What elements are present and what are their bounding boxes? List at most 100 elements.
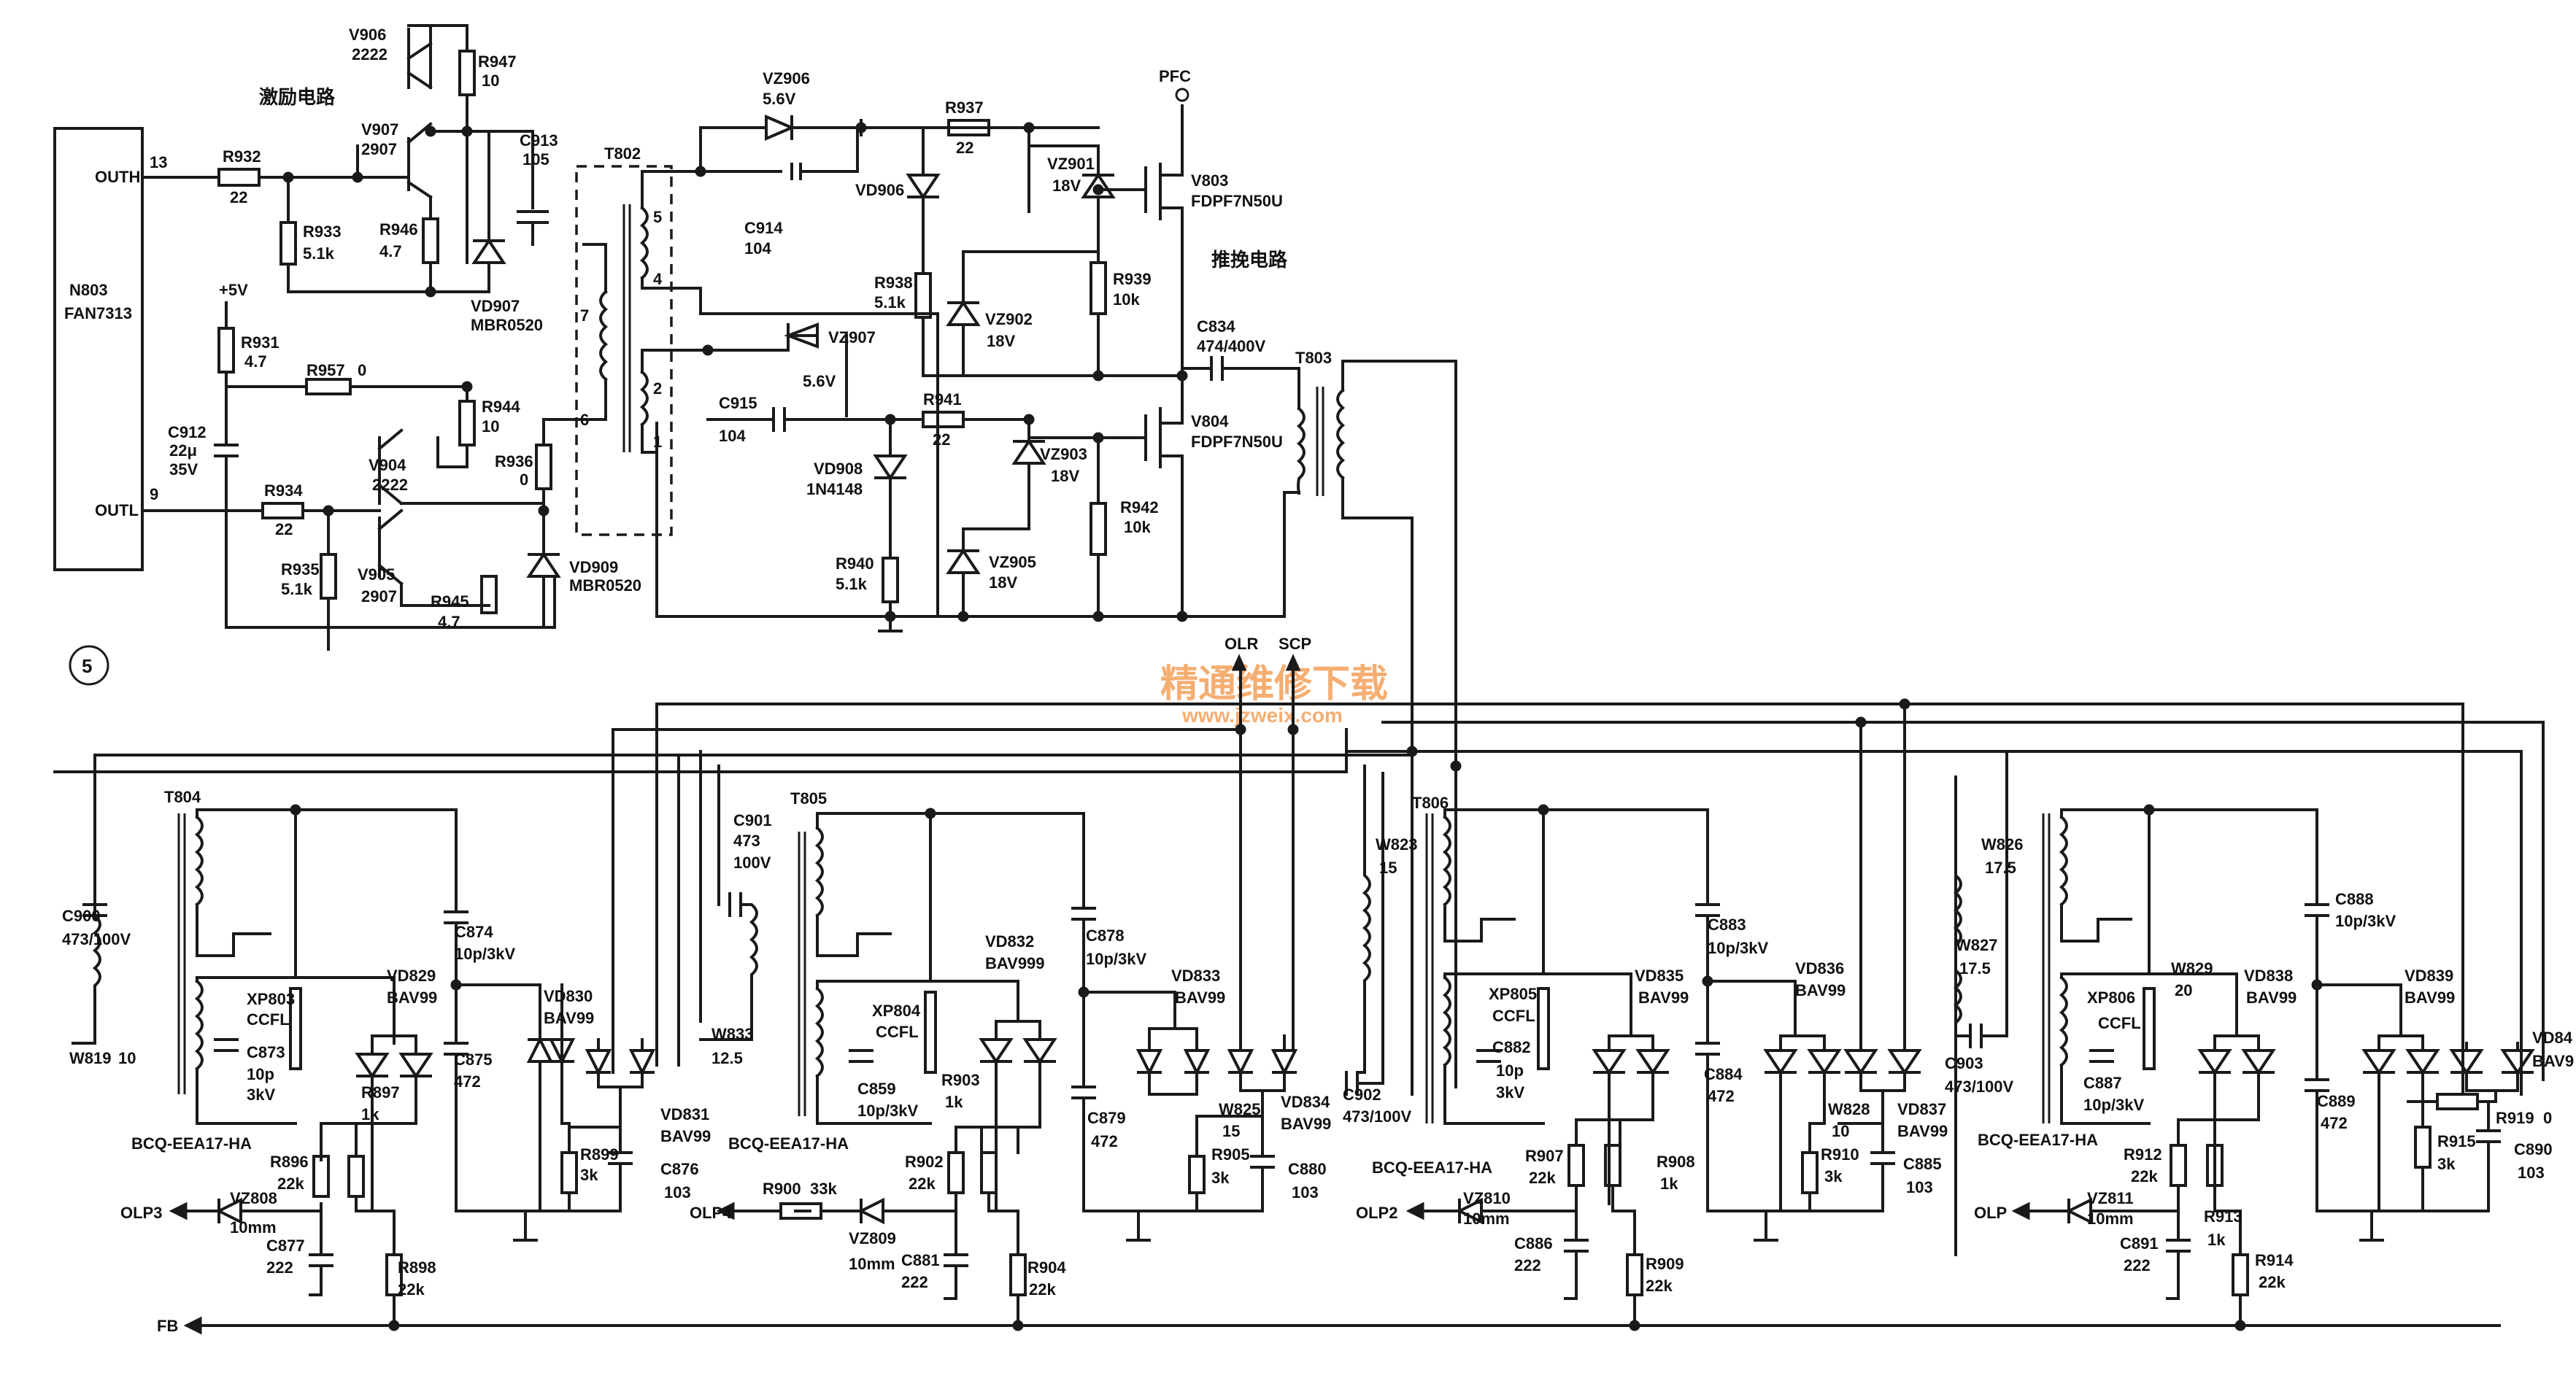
t802-pin-5: 5 bbox=[653, 208, 662, 226]
value-c915: 104 bbox=[719, 427, 746, 445]
push-pull-wiring bbox=[699, 88, 1300, 632]
label-bcq-1: BCQ-EEA17-HA bbox=[131, 1134, 252, 1153]
label-c901: C901 bbox=[733, 811, 772, 829]
r940-body bbox=[882, 557, 899, 603]
label-t802: T802 bbox=[604, 144, 641, 163]
r933-body bbox=[279, 221, 297, 266]
value-c900: 473/100V bbox=[62, 930, 131, 948]
r912-body bbox=[2170, 1144, 2187, 1187]
label-vz810: VZ810 bbox=[1463, 1189, 1511, 1207]
label-vd833: VD833 bbox=[1171, 967, 1220, 985]
value-c878: 10p/3kV bbox=[1086, 950, 1146, 968]
label-r900: R900 bbox=[763, 1180, 801, 1198]
label-r902: R902 bbox=[905, 1153, 944, 1171]
r957-body bbox=[305, 378, 352, 395]
value-r905: 3k bbox=[1211, 1169, 1230, 1187]
value-vd829: BAV99 bbox=[387, 988, 437, 1007]
value-vz809: 10mm bbox=[849, 1255, 895, 1273]
value-vz808: 10mm bbox=[230, 1218, 277, 1237]
value-r933: 5.1k bbox=[303, 244, 335, 263]
label-c877: C877 bbox=[266, 1237, 305, 1255]
value-vd834: BAV99 bbox=[1281, 1115, 1331, 1133]
voltage-c901: 100V bbox=[733, 854, 771, 872]
label-r898: R898 bbox=[398, 1258, 436, 1277]
value-r904: 22k bbox=[1029, 1280, 1056, 1299]
label-w827: W827 bbox=[1956, 936, 1997, 954]
channel-2 bbox=[699, 812, 1298, 1327]
label-vz903: VZ903 bbox=[1040, 445, 1087, 463]
label-olr: OLR bbox=[1225, 635, 1259, 653]
value-r938: 5.1k bbox=[874, 293, 906, 312]
channel-2-labels: T805 C901 473 100V W833 12.5 XP804 CCFL … bbox=[690, 789, 1331, 1299]
section-marker: 5 bbox=[82, 655, 92, 677]
value-r903: 1k bbox=[945, 1093, 963, 1111]
label-c874: C874 bbox=[455, 923, 493, 941]
value-r896: 22k bbox=[277, 1175, 304, 1193]
label-c876: C876 bbox=[660, 1160, 699, 1178]
r909-body bbox=[1626, 1253, 1643, 1296]
label-r909: R909 bbox=[1646, 1255, 1684, 1273]
value-vd909: MBR0520 bbox=[569, 576, 641, 595]
label-r915: R915 bbox=[2437, 1132, 2476, 1150]
value-vz810: 10mm bbox=[1463, 1210, 1510, 1228]
value-c883: 10p/3kV bbox=[1708, 939, 1768, 957]
label-w825: W825 bbox=[1219, 1100, 1260, 1118]
label-c834: C834 bbox=[1197, 317, 1235, 336]
r910-body bbox=[1801, 1151, 1819, 1194]
value-vd839: BAV99 bbox=[2405, 988, 2455, 1007]
label-vd909: VD909 bbox=[569, 558, 618, 576]
label-c879: C879 bbox=[1087, 1109, 1126, 1127]
value-r934: 22 bbox=[275, 520, 293, 538]
channel-1-labels: T804 C900 473/100V W819 10 XP803 CCFL C8… bbox=[62, 788, 711, 1299]
value-r915: 3k bbox=[2437, 1155, 2456, 1173]
label-r931: R931 bbox=[241, 333, 279, 352]
label-plus5v: +5V bbox=[219, 281, 248, 299]
excitation-labels: V906 2222 V907 2907 V904 2222 V905 2907 … bbox=[168, 26, 641, 631]
ic-part: FAN7313 bbox=[64, 304, 132, 322]
r934-body bbox=[261, 502, 304, 519]
label-c880: C880 bbox=[1288, 1160, 1327, 1178]
label-vd836: VD836 bbox=[1795, 959, 1844, 978]
label-vz905: VZ905 bbox=[989, 553, 1036, 571]
value-r897: 1k bbox=[361, 1105, 379, 1123]
ic-pin-9: 9 bbox=[150, 485, 158, 503]
label-c903: C903 bbox=[1945, 1054, 1983, 1072]
label-c884: C884 bbox=[1704, 1065, 1743, 1083]
r915-body bbox=[2414, 1126, 2432, 1169]
r942-body bbox=[1090, 502, 1107, 556]
value-c901: 473 bbox=[733, 832, 760, 850]
value-c903: 473/100V bbox=[1945, 1077, 2014, 1096]
value-v905: 2907 bbox=[361, 587, 397, 605]
label-r941: R941 bbox=[923, 390, 962, 409]
value-vz901: 18V bbox=[1052, 177, 1081, 195]
label-c886: C886 bbox=[1514, 1234, 1553, 1253]
label-olp4: OLP4 bbox=[690, 1204, 732, 1222]
value-r914: 22k bbox=[2259, 1273, 2286, 1291]
value-c875: 472 bbox=[454, 1072, 481, 1091]
r902-body bbox=[947, 1151, 965, 1194]
value-vz907: 5.6V bbox=[803, 372, 836, 390]
value-v907: 2907 bbox=[361, 140, 397, 158]
label-excitation-circuit: 激励电路 bbox=[259, 86, 336, 109]
label-w833: W833 bbox=[712, 1025, 753, 1043]
label-c888: C888 bbox=[2335, 890, 2374, 908]
label-xp803: XP803 bbox=[247, 990, 295, 1008]
label-push-pull-circuit: 推挽电路 bbox=[1211, 249, 1288, 271]
label-w826: W826 bbox=[1981, 835, 2023, 854]
label-w819: W819 bbox=[69, 1049, 111, 1067]
value-vd84: BAV9 bbox=[2532, 1052, 2574, 1070]
label-r938: R938 bbox=[874, 274, 913, 292]
value-c891: 222 bbox=[2124, 1256, 2151, 1274]
label-c912: C912 bbox=[168, 423, 207, 441]
label-r912: R912 bbox=[2124, 1145, 2162, 1164]
value-c873: 10p bbox=[247, 1065, 274, 1083]
voltage-c873: 3kV bbox=[247, 1086, 275, 1104]
label-c887: C887 bbox=[2083, 1074, 2122, 1092]
value-c886: 222 bbox=[1514, 1256, 1541, 1274]
label-w829: W829 bbox=[2171, 959, 2213, 978]
label-c915: C915 bbox=[719, 394, 757, 412]
label-vz907: VZ907 bbox=[828, 328, 876, 347]
label-ccfl-1: CCFL bbox=[247, 1010, 290, 1029]
value-r940: 5.1k bbox=[836, 575, 868, 593]
ic-pin-outh: OUTH bbox=[95, 168, 140, 186]
